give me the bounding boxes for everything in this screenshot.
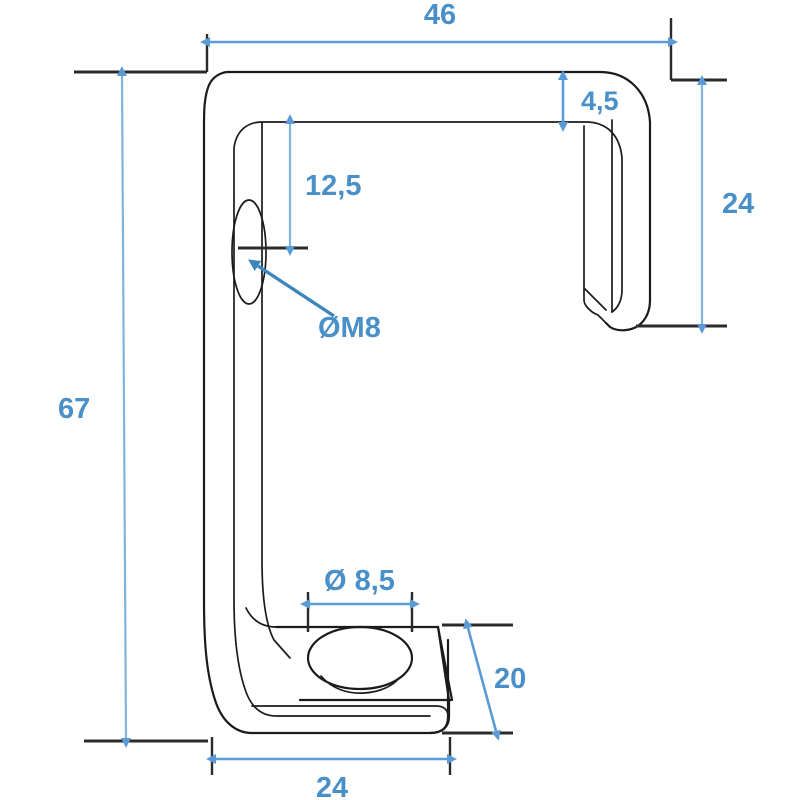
- label-base-depth: 20: [494, 663, 526, 695]
- extension-lines-group: [74, 18, 727, 775]
- leader-line-thread-spec: [247, 259, 335, 318]
- label-thread-center-offset: 12,5: [305, 170, 361, 202]
- part-right-leg-chamfer: [583, 287, 607, 311]
- part-right-leg-front-face: [583, 125, 607, 324]
- part-inner-left-radius: [233, 121, 263, 201]
- label-overall-width: 46: [424, 0, 456, 31]
- base-countersink-outer: [306, 625, 414, 691]
- dimension-lines-group: [117, 37, 707, 764]
- part-body-inner-left: [233, 199, 431, 717]
- label-base-width: 24: [316, 772, 348, 800]
- label-base-hole: Ø 8,5: [324, 565, 395, 597]
- label-right-leg-height: 24: [722, 188, 754, 220]
- part-body-back-edge: [261, 121, 291, 659]
- label-thread-spec: ØM8: [318, 312, 381, 344]
- dim-line-overall-height: [117, 66, 131, 748]
- base-plate-front-face: [428, 625, 451, 735]
- base-plate-lower-inner-edge: [251, 705, 449, 717]
- m8-thread-bore: [231, 199, 267, 305]
- label-flange-thickness: 4,5: [581, 86, 619, 116]
- part-flange-underside: [261, 121, 623, 313]
- base-plate-top-left-blend: [245, 607, 277, 628]
- dimension-labels-group: 46 4,5 24 12,5 ØM8 67 Ø 8,5 20 24: [58, 0, 754, 800]
- dim-line-base-depth: [463, 618, 501, 741]
- base-bore-inner-arc: [320, 675, 400, 694]
- label-overall-height: 67: [58, 393, 90, 425]
- part-outline-group: [202, 70, 652, 735]
- part-right-leg-bottom: [604, 321, 640, 332]
- part-top-edge: [226, 70, 652, 328]
